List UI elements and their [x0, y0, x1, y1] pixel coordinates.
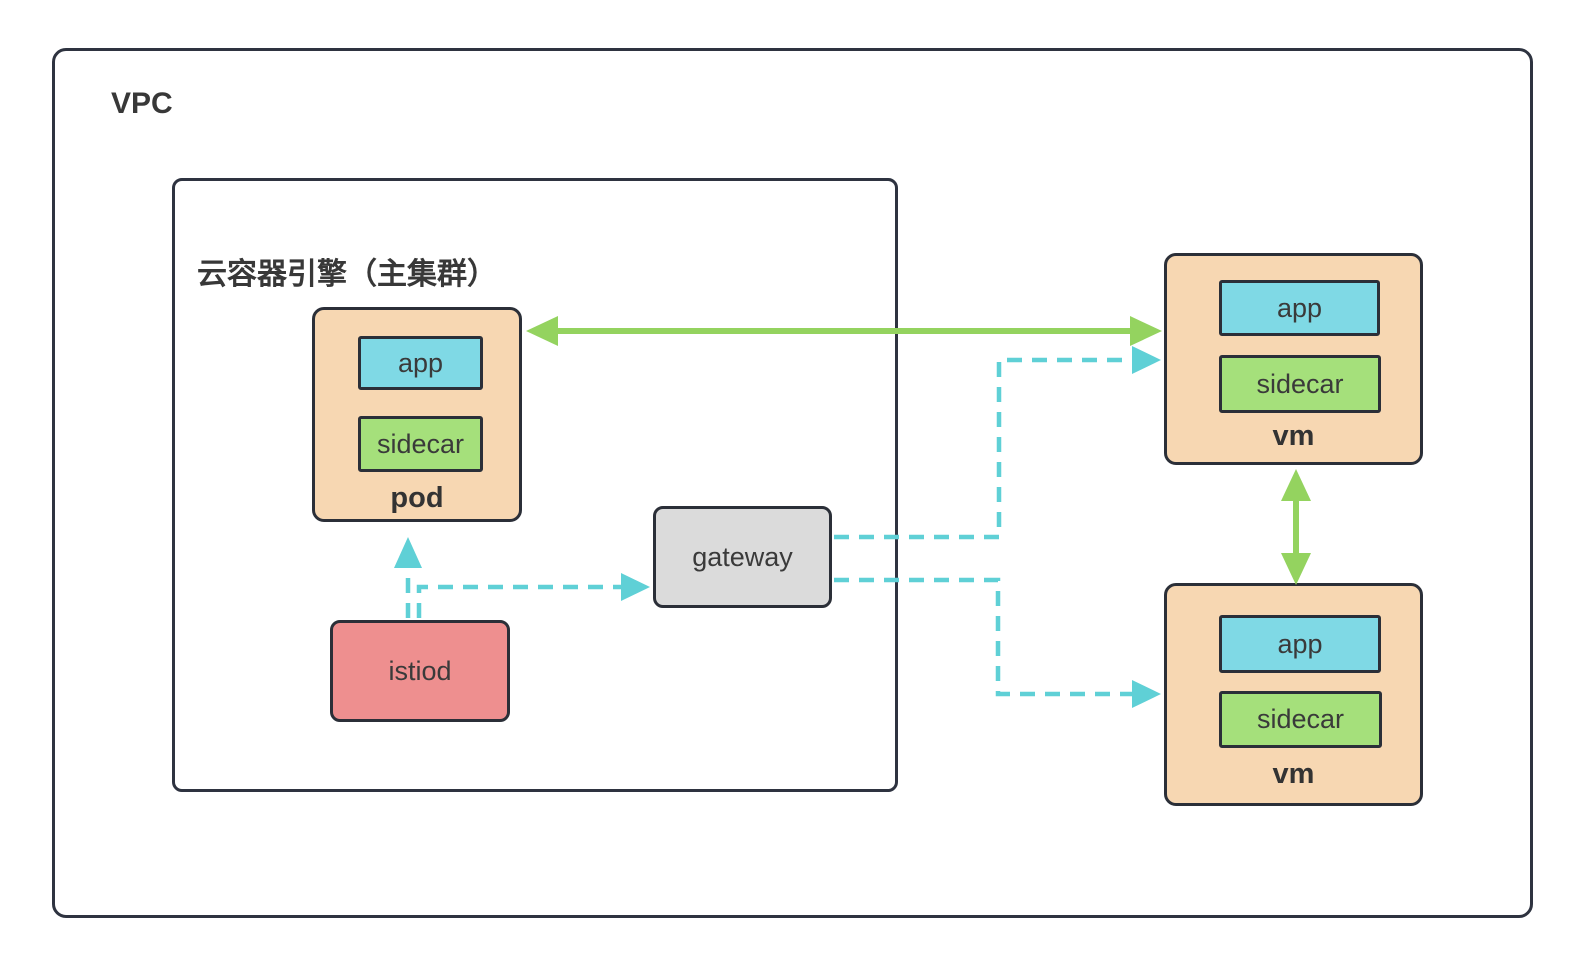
- vm-top-sidecar-box: sidecar: [1219, 355, 1381, 413]
- vm-bottom-node: app sidecar vm: [1164, 583, 1423, 806]
- pod-sidecar-label: sidecar: [376, 428, 465, 459]
- pod-node: app sidecar pod: [312, 307, 522, 522]
- pod-sidecar-box: sidecar: [358, 416, 483, 472]
- vm-bottom-app-label: app: [1277, 628, 1323, 659]
- istiod-label: istiod: [388, 655, 452, 686]
- vm-bottom-sidecar-label: sidecar: [1256, 704, 1345, 734]
- vpc-label: VPC: [111, 87, 173, 120]
- vm-top-node: app sidecar vm: [1164, 253, 1423, 465]
- pod-app-box: app: [358, 336, 483, 390]
- vm-top-app-label: app: [1276, 292, 1323, 323]
- vm-bottom-title: vm: [1272, 758, 1315, 790]
- vm-bottom-app-box: app: [1219, 615, 1381, 673]
- pod-title: pod: [390, 482, 444, 514]
- vm-bottom-sidecar-box: sidecar: [1219, 691, 1382, 748]
- gateway-node: gateway: [653, 506, 832, 608]
- vm-top-app-box: app: [1219, 280, 1380, 336]
- istiod-node: istiod: [330, 620, 510, 722]
- cluster-label: 云容器引擎（主集群）: [197, 258, 497, 291]
- pod-app-label: app: [397, 347, 444, 378]
- gateway-label: gateway: [692, 541, 793, 572]
- cluster-boundary-box: 云容器引擎（主集群）: [172, 178, 898, 792]
- vm-top-sidecar-label: sidecar: [1256, 368, 1344, 399]
- vm-top-title: vm: [1272, 420, 1315, 452]
